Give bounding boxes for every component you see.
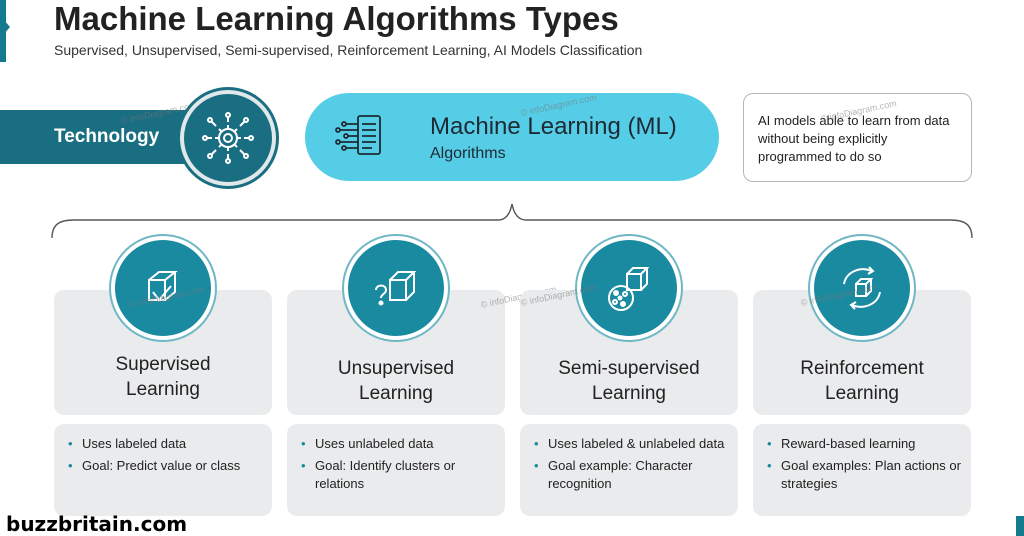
supervised-details: Uses labeled data Goal: Predict value or… [54,424,272,516]
left-accent-bar [0,0,6,62]
semi-supervised-title: Semi-supervised Learning [558,358,700,404]
list-item: Goal examples: Plan actions or strategie… [767,457,961,493]
ml-pointer [712,130,719,142]
list-item: Uses unlabeled data [301,435,495,453]
grouping-brace [51,203,973,239]
supervised-title: Supervised Learning [115,354,211,400]
right-accent-bar [1016,516,1024,536]
description-text: AI models able to learn from data withou… [758,113,950,164]
description-box: AI models able to learn from data withou… [743,93,972,182]
page-title: Machine Learning Algorithms Types [54,0,619,37]
cube-cycle-icon [843,266,881,310]
unsupervised-icon-circle [344,236,448,340]
semi-supervised-details: Uses labeled & unlabeled data Goal examp… [520,424,738,516]
ml-title: Machine Learning (ML) [430,113,677,140]
left-accent-arrow [4,20,10,34]
cube-cluster-icon [608,267,650,311]
reinforcement-details: Reward-based learning Goal examples: Pla… [753,424,971,516]
list-item: Goal example: Character recognition [534,457,728,493]
ml-subtitle: Algorithms [430,145,506,162]
ml-banner [305,93,719,181]
list-item: Reward-based learning [767,435,961,453]
reinforcement-icon-circle [810,236,914,340]
semi-supervised-icon-circle [577,236,681,340]
unsupervised-title: Unsupervised Learning [337,358,455,404]
list-item: Uses labeled & unlabeled data [534,435,728,453]
supervised-icon-circle [111,236,215,340]
list-item: Goal: Predict value or class [68,457,262,475]
footer-site-name: buzzbritain.com [6,512,188,536]
list-item: Goal: Identify clusters or relations [301,457,495,493]
cube-check-icon [148,271,178,302]
cube-question-icon [375,271,417,306]
technology-icon-circle [180,90,276,186]
gear-circuit-icon [202,112,254,164]
unsupervised-details: Uses unlabeled data Goal: Identify clust… [287,424,505,516]
list-item: Uses labeled data [68,435,262,453]
reinforcement-title: Reinforcement Learning [800,358,924,404]
technology-label: Technology [54,126,160,147]
page-subtitle: Supervised, Unsupervised, Semi-supervise… [54,42,643,58]
circuit-document-icon [330,110,386,167]
